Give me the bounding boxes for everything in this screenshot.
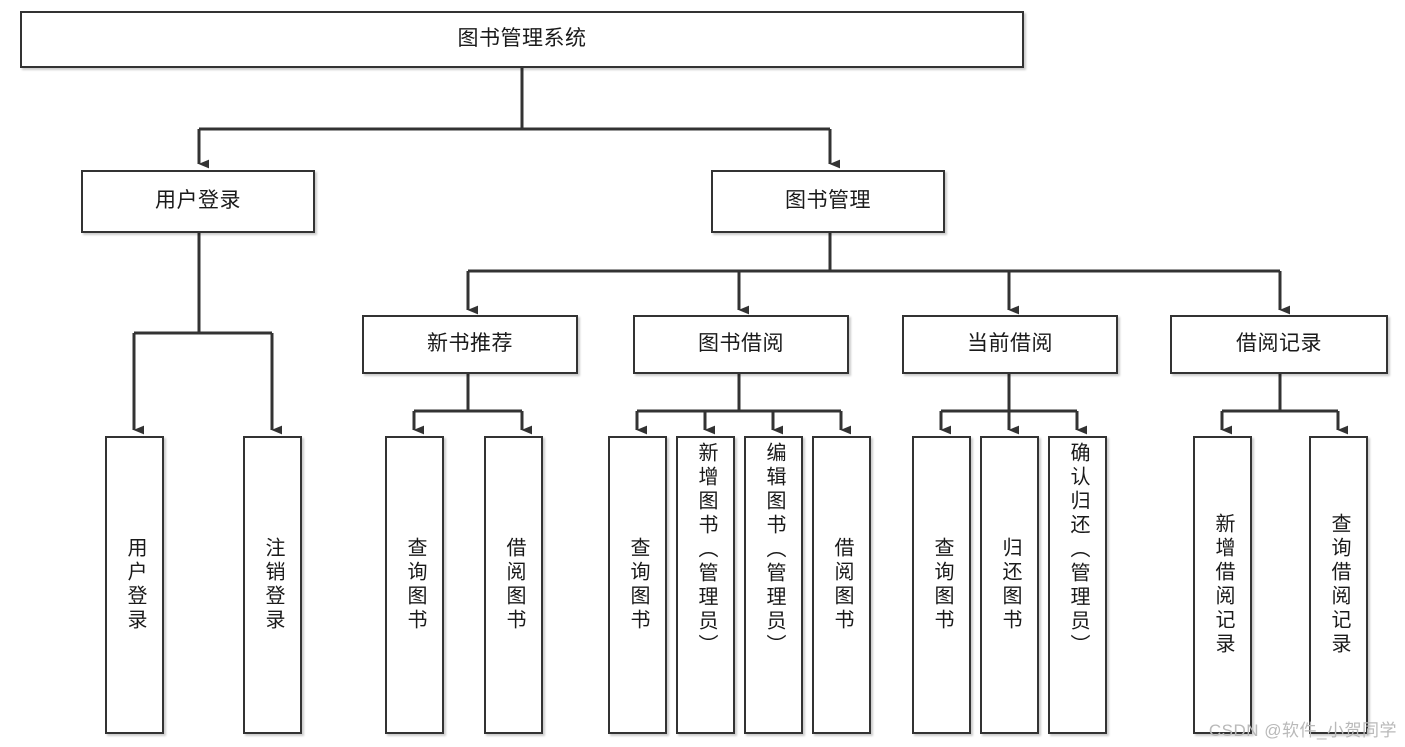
csdn-watermark: CSDN @软件_小贺同学 [1208, 721, 1397, 740]
node-label: 图书管理 [785, 189, 871, 213]
node-user-login[interactable]: 用户登录 [81, 170, 315, 233]
node-label: 查询图书 [404, 537, 426, 633]
node-label: 用户登录 [155, 189, 241, 213]
node-label: 确认归还（管理员） [1067, 442, 1089, 658]
node-label: 注销登录 [262, 537, 284, 633]
node-leaf-user-login[interactable]: 用户登录 [105, 436, 164, 734]
node-leaf-logout[interactable]: 注销登录 [243, 436, 302, 734]
node-label: 新书推荐 [427, 332, 513, 356]
node-label: 查询借阅记录 [1328, 513, 1350, 657]
node-current-borrow[interactable]: 当前借阅 [902, 315, 1118, 374]
node-leaf-borrow-book-recommend[interactable]: 借阅图书 [484, 436, 543, 734]
node-label: 借阅图书 [503, 537, 525, 633]
node-leaf-borrow-book[interactable]: 借阅图书 [812, 436, 871, 734]
node-leaf-confirm-return-admin[interactable]: 确认归还（管理员） [1048, 436, 1107, 734]
node-label: 编辑图书（管理员） [763, 442, 785, 658]
node-borrow-record[interactable]: 借阅记录 [1170, 315, 1388, 374]
node-label: 借阅记录 [1236, 332, 1322, 356]
node-new-book-recommend[interactable]: 新书推荐 [362, 315, 578, 374]
node-leaf-query-book-borrow[interactable]: 查询图书 [608, 436, 667, 734]
node-leaf-query-book-current[interactable]: 查询图书 [912, 436, 971, 734]
node-label: 图书借阅 [698, 332, 784, 356]
node-label: 新增借阅记录 [1212, 513, 1234, 657]
node-leaf-query-book-recommend[interactable]: 查询图书 [385, 436, 444, 734]
node-label: 归还图书 [999, 537, 1021, 633]
node-label: 借阅图书 [831, 537, 853, 633]
node-root-book-management-system[interactable]: 图书管理系统 [20, 11, 1024, 68]
node-book-borrow[interactable]: 图书借阅 [633, 315, 849, 374]
node-label: 用户登录 [124, 537, 146, 633]
node-leaf-query-borrow-record[interactable]: 查询借阅记录 [1309, 436, 1368, 734]
node-leaf-add-borrow-record[interactable]: 新增借阅记录 [1193, 436, 1252, 734]
node-label: 查询图书 [931, 537, 953, 633]
node-leaf-add-book-admin[interactable]: 新增图书（管理员） [676, 436, 735, 734]
node-book-management[interactable]: 图书管理 [711, 170, 945, 233]
node-leaf-return-book[interactable]: 归还图书 [980, 436, 1039, 734]
node-label: 当前借阅 [967, 332, 1053, 356]
node-leaf-edit-book-admin[interactable]: 编辑图书（管理员） [744, 436, 803, 734]
node-label: 查询图书 [627, 537, 649, 633]
node-label: 图书管理系统 [457, 27, 587, 51]
node-label: 新增图书（管理员） [695, 442, 717, 658]
